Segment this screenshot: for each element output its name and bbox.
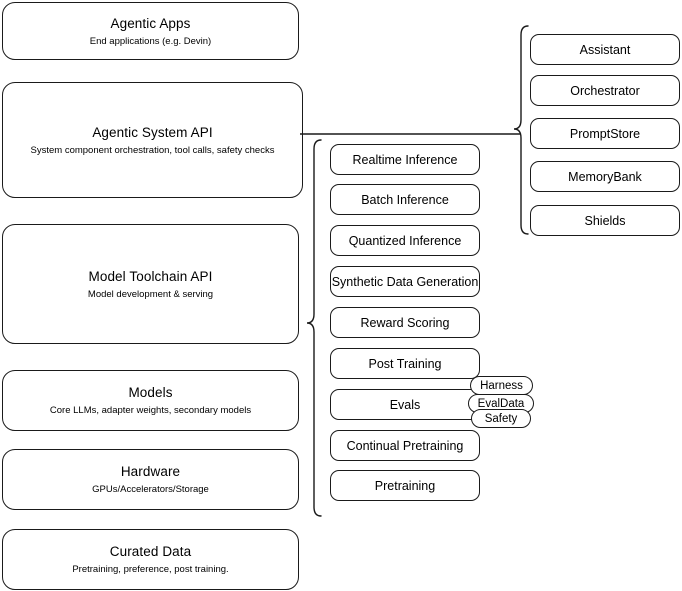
system-component-shields[interactable]: Shields: [530, 205, 680, 236]
capability-evals[interactable]: Evals: [330, 389, 480, 420]
eval-tag-harness[interactable]: Harness: [470, 376, 533, 395]
layer-subtitle: End applications (e.g. Devin): [89, 35, 212, 47]
layer-subtitle: GPUs/Accelerators/Storage: [92, 484, 209, 495]
capability-label: Synthetic Data Generation: [331, 274, 479, 289]
layer-title: Curated Data: [109, 544, 192, 559]
capability-label: Post Training: [368, 356, 442, 371]
stack-layer-model-toolchain-api[interactable]: Model Toolchain API Model development & …: [2, 224, 299, 344]
layer-subtitle: Pretraining, preference, post training.: [72, 564, 229, 575]
stack-layer-hardware[interactable]: Hardware GPUs/Accelerators/Storage: [2, 449, 299, 510]
capability-label: Reward Scoring: [360, 315, 450, 330]
capability-synthetic-data-generation[interactable]: Synthetic Data Generation: [330, 266, 480, 297]
eval-tag-label: Harness: [480, 379, 523, 392]
capability-label: Continual Pretraining: [346, 438, 464, 453]
toolchain-group-bracket: [306, 139, 322, 517]
capability-label: Pretraining: [374, 478, 436, 493]
eval-tag-label: EvalData: [477, 397, 525, 410]
capability-label: Batch Inference: [361, 192, 449, 207]
system-component-orchestrator[interactable]: Orchestrator: [530, 75, 680, 106]
layer-title: Model Toolchain API: [88, 268, 213, 284]
system-component-label: Orchestrator: [570, 83, 640, 98]
capability-label: Realtime Inference: [352, 152, 458, 167]
system-component-label: Assistant: [579, 42, 631, 57]
layer-title: Agentic Apps: [110, 15, 191, 31]
layer-title: Hardware: [120, 464, 181, 479]
capability-pretraining[interactable]: Pretraining: [330, 470, 480, 501]
layer-title: Agentic System API: [92, 124, 213, 140]
capability-quantized-inference[interactable]: Quantized Inference: [330, 225, 480, 256]
layer-subtitle: Model development & serving: [87, 288, 214, 300]
system-component-label: PromptStore: [569, 126, 641, 141]
capability-realtime-inference[interactable]: Realtime Inference: [330, 144, 480, 175]
capability-post-training[interactable]: Post Training: [330, 348, 480, 379]
capability-reward-scoring[interactable]: Reward Scoring: [330, 307, 480, 338]
stack-layer-agentic-system-api[interactable]: Agentic System API System component orch…: [2, 82, 303, 198]
capability-label: Evals: [389, 397, 421, 412]
system-components-group-bracket: [513, 25, 529, 235]
eval-tag-safety[interactable]: Safety: [471, 409, 531, 428]
layer-subtitle: System component orchestration, tool cal…: [30, 144, 275, 156]
system-component-promptstore[interactable]: PromptStore: [530, 118, 680, 149]
capability-batch-inference[interactable]: Batch Inference: [330, 184, 480, 215]
capability-continual-pretraining[interactable]: Continual Pretraining: [330, 430, 480, 461]
stack-layer-agentic-apps[interactable]: Agentic Apps End applications (e.g. Devi…: [2, 2, 299, 60]
connector-system-api-to-components: [300, 133, 520, 135]
system-component-label: Shields: [584, 213, 626, 228]
capability-label: Quantized Inference: [348, 233, 462, 248]
system-component-label: MemoryBank: [568, 169, 642, 184]
layer-subtitle: Core LLMs, adapter weights, secondary mo…: [49, 405, 252, 416]
eval-tag-label: Safety: [484, 412, 518, 425]
layer-title: Models: [128, 385, 173, 400]
stack-layer-curated-data[interactable]: Curated Data Pretraining, preference, po…: [2, 529, 299, 590]
stack-layer-models[interactable]: Models Core LLMs, adapter weights, secon…: [2, 370, 299, 431]
system-component-assistant[interactable]: Assistant: [530, 34, 680, 65]
system-component-memorybank[interactable]: MemoryBank: [530, 161, 680, 192]
